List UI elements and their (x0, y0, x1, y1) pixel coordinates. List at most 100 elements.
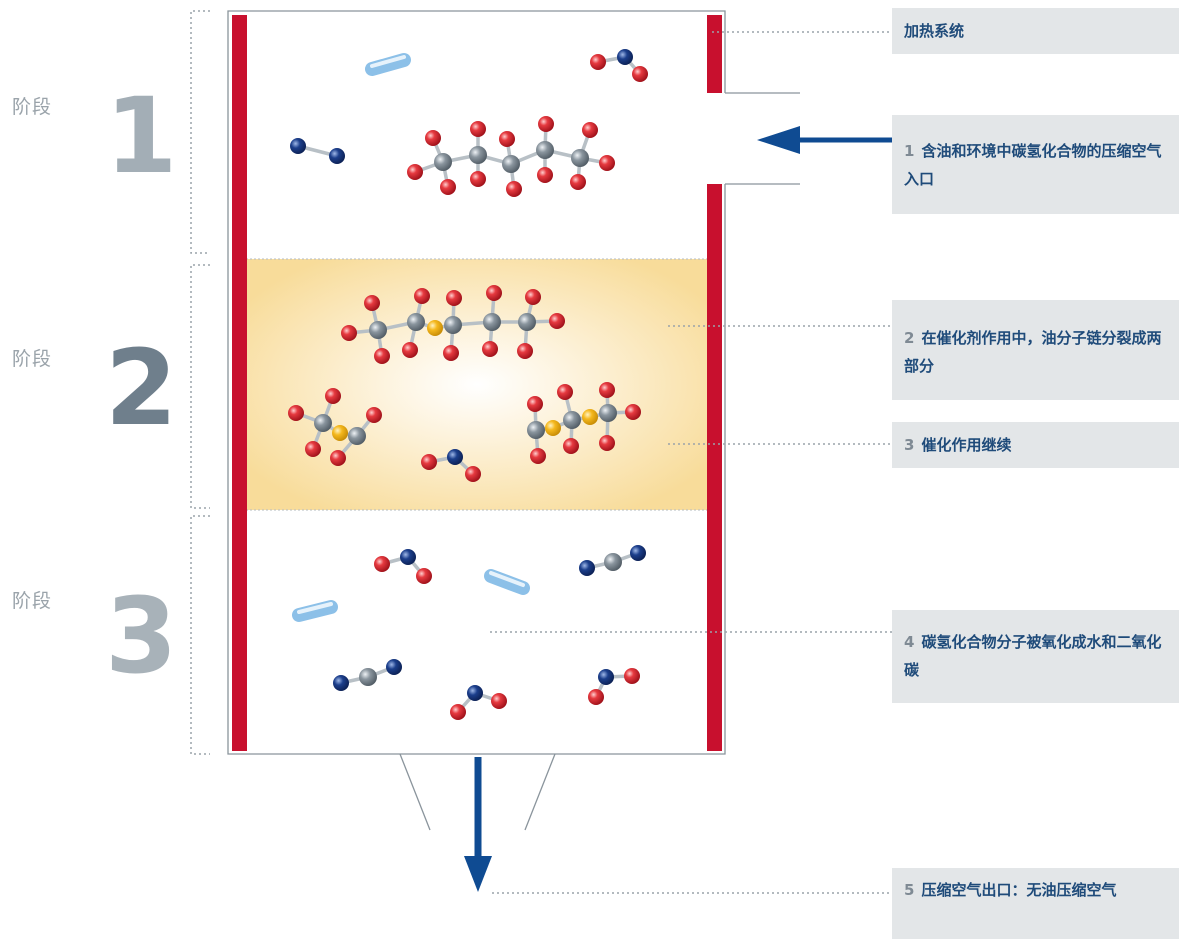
oxygen-atom (538, 116, 554, 132)
oxygen-atom (599, 155, 615, 171)
oxygen-atom (482, 341, 498, 357)
callout-number: 2 (904, 329, 915, 347)
oxygen-atom (440, 179, 456, 195)
nitrogen-atom (579, 560, 595, 576)
oxygen-atom (366, 407, 382, 423)
oxygen-atom (450, 704, 466, 720)
carbon-atom (359, 668, 377, 686)
stage-2-number: 2 (105, 327, 178, 449)
hydrogen-molecule-highlight (370, 55, 406, 68)
stage-3-number: 3 (105, 575, 178, 697)
carbon-atom (434, 153, 452, 171)
nitrogen-atom (447, 449, 463, 465)
oxygen-atom (557, 384, 573, 400)
nitrogen-atom (329, 148, 345, 164)
oxygen-atom (341, 325, 357, 341)
oxygen-atom (402, 342, 418, 358)
oxygen-atom (465, 466, 481, 482)
callout-number: 5 (904, 881, 915, 899)
hydrogen-molecule-highlight (297, 602, 333, 614)
callout-leaders (490, 31, 892, 894)
hydrogen-molecule-highlight (489, 571, 525, 587)
carbon-atom (444, 316, 462, 334)
callout-number: 3 (904, 436, 915, 454)
oxygen-atom (517, 343, 533, 359)
callout-text: 在催化剂作用中，油分子链分裂成两部分 (904, 329, 1162, 375)
nitrogen-atom (598, 669, 614, 685)
oxygen-atom (537, 167, 553, 183)
carbon-atom (563, 411, 581, 429)
oxygen-atom (414, 288, 430, 304)
sulfur-atom (332, 425, 348, 441)
oxygen-atom (288, 405, 304, 421)
oxygen-atom (470, 121, 486, 137)
nitrogen-atom (617, 49, 633, 65)
oxygen-atom (549, 313, 565, 329)
oxygen-atom (330, 450, 346, 466)
nitrogen-atom (467, 685, 483, 701)
sulfur-atom (545, 420, 561, 436)
stage-2-label: 阶段 (12, 348, 53, 370)
oxygen-atom (624, 668, 640, 684)
hydrogen-molecule (292, 600, 338, 622)
callout-heating-system: 加热系统 (892, 8, 1179, 54)
oxygen-atom (590, 54, 606, 70)
sulfur-atom (582, 409, 598, 425)
oxygen-atom (305, 441, 321, 457)
oxygen-atom (416, 568, 432, 584)
carbon-atom (571, 149, 589, 167)
outlet-arrow (464, 757, 492, 892)
carbon-atom (518, 313, 536, 331)
callout-catalysis-continues: 3 催化作用继续 (892, 422, 1179, 468)
oxygen-atom (499, 131, 515, 147)
oxygen-atom (374, 556, 390, 572)
oxygen-atom (625, 404, 641, 420)
carbon-atom (599, 404, 617, 422)
oxygen-atom (599, 382, 615, 398)
callout-number: 4 (904, 633, 915, 651)
carbon-atom (536, 141, 554, 159)
oxygen-atom (486, 285, 502, 301)
oxygen-atom (599, 435, 615, 451)
carbon-atom (604, 553, 622, 571)
callout-text: 催化作用继续 (921, 436, 1012, 454)
oxygen-atom (421, 454, 437, 470)
oxygen-atom (506, 181, 522, 197)
nitrogen-atom (386, 659, 402, 675)
carbon-atom (407, 313, 425, 331)
nitrogen-atom (333, 675, 349, 691)
sulfur-atom (427, 320, 443, 336)
stage-brackets (190, 10, 210, 755)
callout-text: 碳氢化合物分子被氧化成水和二氧化碳 (904, 633, 1162, 679)
nitrogen-atom (290, 138, 306, 154)
oxygen-atom (570, 174, 586, 190)
callout-outlet: 5 压缩空气出口：无油压缩空气 (892, 868, 1179, 939)
callout-text: 压缩空气出口：无油压缩空气 (921, 881, 1117, 899)
oxygen-atom (525, 289, 541, 305)
callout-text: 加热系统 (904, 22, 965, 40)
carbon-atom (469, 146, 487, 164)
carbon-atom (348, 427, 366, 445)
oxygen-atom (374, 348, 390, 364)
oxygen-atom (443, 345, 459, 361)
nitrogen-atom (400, 549, 416, 565)
inlet-arrow (757, 126, 892, 154)
carbon-atom (483, 313, 501, 331)
nitrogen-atom (630, 545, 646, 561)
molecules (288, 49, 648, 720)
hydrogen-molecule (365, 53, 411, 76)
oxygen-atom (407, 164, 423, 180)
callout-text: 含油和环境中碳氢化合物的压缩空气入口 (904, 142, 1162, 188)
oxygen-atom (582, 122, 598, 138)
oxygen-atom (632, 66, 648, 82)
oxygen-atom (588, 689, 604, 705)
vessel-outline (227, 10, 800, 831)
oxygen-atom (470, 171, 486, 187)
stage-3-label: 阶段 (12, 590, 53, 612)
heater-bars (232, 15, 722, 751)
oxygen-atom (491, 693, 507, 709)
